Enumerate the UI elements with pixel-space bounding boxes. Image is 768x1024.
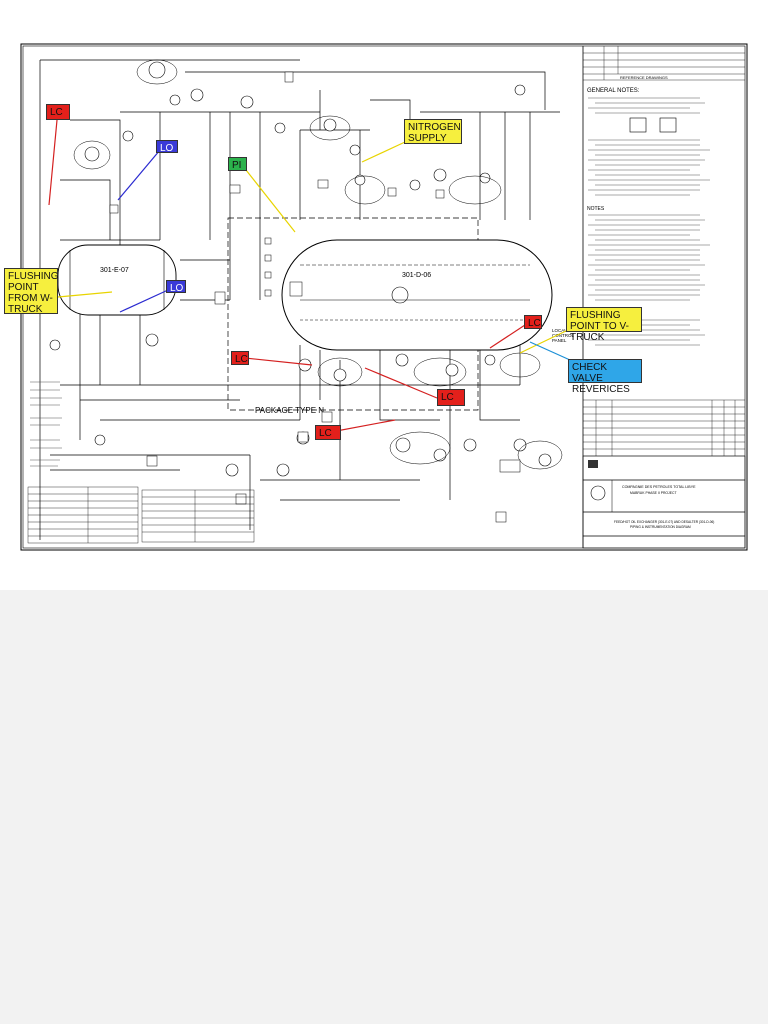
general-notes-heading: GENERAL NOTES: [587, 88, 640, 94]
company-name: COMPAGNIE DES PETROLES TOTAL LIBYE [622, 485, 696, 489]
revision-table [583, 399, 745, 457]
callout-lc-right: LC [524, 315, 542, 329]
exchanger-tag: 301-E-07 [100, 267, 129, 274]
company-logo [590, 485, 606, 501]
reference-drawings-label: REFERENCE DRAWINGS [620, 75, 668, 80]
arrow-lc-bottom [330, 419, 396, 433]
arrow-lo-upper [117, 149, 161, 201]
notes-heading: NOTES [587, 206, 605, 212]
callout-flushing-point-w-truck: FLUSHING POINT FROM W-TRUCK [4, 268, 59, 315]
arrow-lc-mid-right [364, 367, 438, 399]
local-control-panel-label: LOCAL [552, 328, 567, 333]
desalter-vessel-301-D-06 [281, 239, 553, 351]
note-symbol-box [659, 117, 677, 133]
callout-lc-mid-left: LC [231, 351, 249, 365]
arrow-lo-lower [119, 289, 169, 313]
callout-check-valve-reverices: CHECK VALVE REVERICES [568, 359, 642, 395]
note-symbol-box [629, 117, 647, 133]
svg-text:PANEL: PANEL [552, 338, 567, 343]
instrument-bubbles [49, 61, 552, 477]
arrow-flushing-w [57, 291, 113, 298]
arrow-lc-mid-left [244, 357, 313, 366]
arrow-lc-top-left [48, 119, 58, 206]
annotation-arrows [48, 119, 571, 433]
callout-flushing-point-v-truck: FLUSHING POINT TO V-TRUCK [566, 307, 642, 343]
heat-exchanger-301-E-07 [57, 244, 177, 316]
callout-pi: PI [228, 157, 247, 171]
svg-text:CONTROL: CONTROL [552, 333, 574, 338]
callout-nitrogen-supply: NITROGEN SUPPLY [404, 119, 462, 144]
revision-clouds [73, 59, 563, 470]
arrow-lc-right [489, 324, 526, 349]
callout-lc-top-left: LC [46, 104, 70, 120]
callout-lc-bottom: LC [315, 425, 341, 440]
valves [109, 71, 521, 523]
callout-lo-upper: LO [156, 140, 178, 154]
drawing-title: FEED/HOT OIL EXCHANGER (301-E-07) AND DE… [614, 520, 714, 524]
arrow-nitrogen [361, 141, 406, 163]
package-label: PACKAGE TYPE N [255, 406, 324, 415]
left-legend-text [30, 381, 62, 467]
arrow-flushing-v [519, 329, 569, 354]
general-notes-text [588, 97, 710, 346]
equipment-data-table [27, 486, 255, 544]
callout-lo-lower: LO [166, 280, 186, 294]
arrow-check-valve [529, 341, 571, 361]
reference-table [583, 46, 745, 81]
project-name: MABRUK PHASE II PROJECT [630, 491, 677, 495]
callout-lc-mid-right: LC [437, 389, 465, 406]
drawing-subtitle: PIPING & INSTRUMENTATION DIAGRAM [630, 525, 691, 529]
arrow-pi [245, 169, 296, 233]
title-block [582, 455, 746, 549]
desalter-tag: 301-D-06 [402, 272, 431, 279]
